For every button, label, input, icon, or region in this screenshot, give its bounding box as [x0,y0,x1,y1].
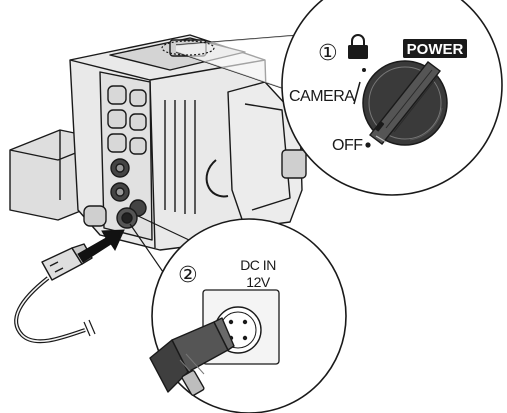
camera-position-label: CAMERA [289,88,355,105]
power-step-number: ① [318,40,338,65]
camera-handle [227,81,303,229]
insert-arrow [77,229,125,263]
function-buttons [107,85,147,155]
power-label-box [403,39,467,58]
padlock-icon [348,34,368,59]
dc-cable [14,243,96,344]
power-label: POWER [407,41,464,58]
dcin-callout: ② DC IN 12V [129,214,347,413]
power-switch-dial[interactable] [362,60,448,146]
off-position-label: OFF [332,137,363,154]
off-position-dot [365,142,371,148]
dcin-port-label: DC IN [240,257,276,273]
dc-plug [41,243,93,281]
power-callout: ① POWER CAMERA OFF [161,0,503,196]
dc-in-terminal [83,205,138,229]
terminal-ports [110,158,147,217]
vent-slots [164,100,196,214]
dcin-voltage-label: 12V [246,274,271,290]
dcin-step-number: ② [178,262,198,287]
dcin-plug [149,317,235,396]
handle-cable [205,159,229,198]
camera-position-mark [353,81,361,105]
